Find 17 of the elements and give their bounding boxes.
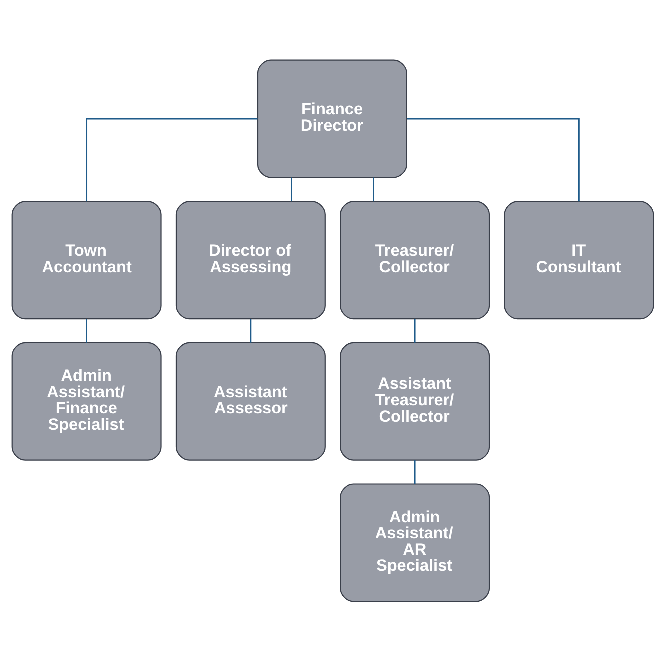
connector — [290, 177, 292, 202]
connector — [373, 177, 374, 202]
node-box: Director of Assessing — [176, 200, 326, 320]
connector — [250, 318, 252, 342]
connector — [414, 318, 416, 342]
connector — [86, 118, 258, 202]
node-box: Admin Assistant/ AR Specialist — [340, 483, 490, 602]
node-box: Town Accountant — [12, 200, 162, 320]
connector — [414, 460, 416, 484]
connector — [407, 118, 580, 202]
node-box: Finance Director — [257, 59, 408, 178]
node-box: IT Consultant — [504, 200, 654, 320]
node-box: Admin Assistant/ Finance Specialist — [12, 342, 162, 460]
node-box: Assistant Treasurer/ Collector — [340, 342, 490, 460]
node-box: Treasurer/ Collector — [340, 200, 490, 320]
node-box: Assistant Assessor — [176, 342, 326, 460]
connector — [86, 318, 88, 342]
